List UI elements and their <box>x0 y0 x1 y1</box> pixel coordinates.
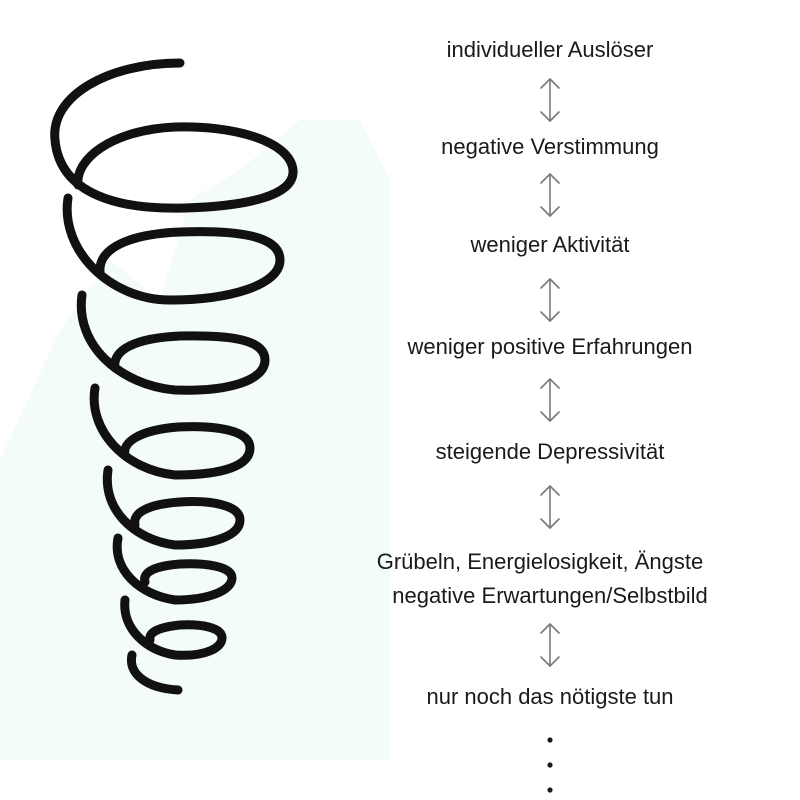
vertical-ellipsis-icon <box>547 737 553 793</box>
step-less-activity: weniger Aktivität <box>470 232 630 257</box>
double-headed-vertical-arrow-icon <box>540 485 560 529</box>
double-headed-vertical-arrow-icon <box>540 78 560 122</box>
double-headed-vertical-arrow-icon <box>540 173 560 217</box>
step-only-necessities: nur noch das nötigste tun <box>426 684 674 709</box>
downward-spiral-icon <box>50 58 298 695</box>
step-fewer-positive-experiences: weniger positive Erfahrungen <box>407 334 693 359</box>
step-individual-trigger: individueller Auslöser <box>446 37 654 62</box>
step-rumination-line-2: negative Erwartungen/Selbstbild <box>392 583 708 608</box>
double-headed-vertical-arrow-icon <box>540 378 560 422</box>
double-headed-vertical-arrow-icon <box>540 623 560 667</box>
process-steps: individueller Auslöser negative Verstimm… <box>340 0 760 800</box>
step-rumination-line-1: Grübeln, Energielosigkeit, Ängste <box>376 549 704 574</box>
step-rising-depressiveness: steigende Depressivität <box>435 439 665 464</box>
step-negative-mood: negative Verstimmung <box>441 134 659 159</box>
double-headed-vertical-arrow-icon <box>540 278 560 322</box>
